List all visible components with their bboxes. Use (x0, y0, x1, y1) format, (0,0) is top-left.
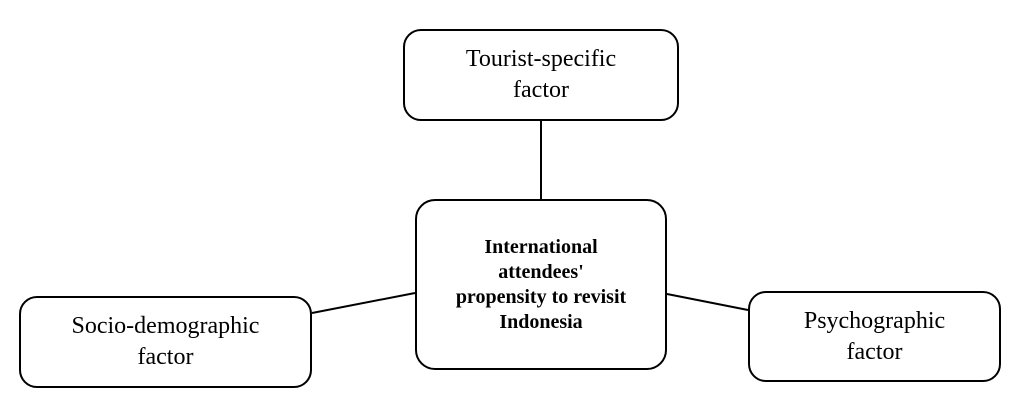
node-psychographic-factor: Psychographic factor (748, 291, 1001, 382)
node-revisit-propensity-label: International attendees' propensity to r… (455, 235, 627, 333)
node-socio-demographic-factor: Socio-demographic factor (19, 296, 312, 388)
edge-right-to-center (666, 293, 749, 311)
node-socio-demographic-factor-label: Socio-demographic factor (71, 313, 260, 370)
edge-left-to-center (311, 292, 416, 314)
node-tourist-specific-factor: Tourist-specific factor (403, 29, 679, 121)
node-psychographic-factor-label: Psychographic factor (803, 307, 946, 365)
node-tourist-specific-factor-label: Tourist-specific factor (465, 46, 617, 103)
node-revisit-propensity: International attendees' propensity to r… (415, 199, 667, 370)
